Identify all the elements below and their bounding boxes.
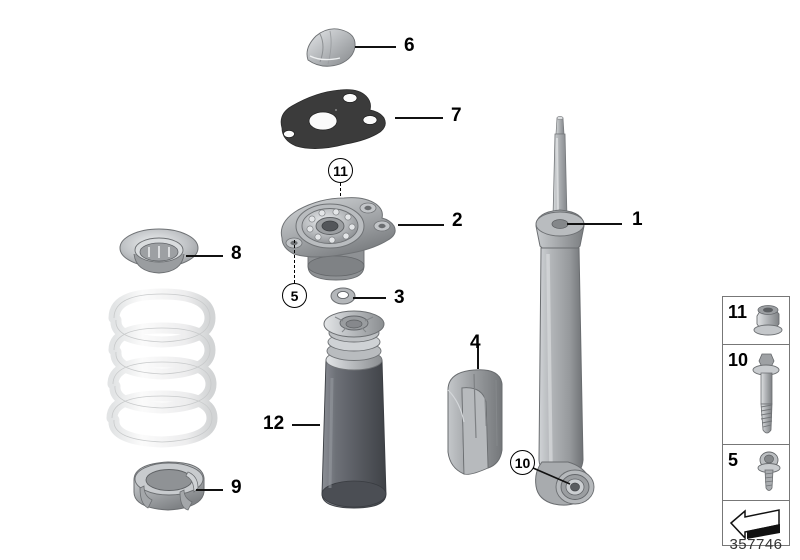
flange-bolt-long-icon xyxy=(752,353,780,434)
part-lower-spring-seat xyxy=(133,461,205,511)
part-bump-stop-with-dust-boot xyxy=(321,310,387,509)
label-12: 12 xyxy=(263,413,285,434)
part-mounting-gasket-plate xyxy=(280,89,386,149)
label-4: 4 xyxy=(470,332,481,353)
circled-callout-5-label: 5 xyxy=(290,287,299,304)
legend-number-5: 5 xyxy=(728,450,739,470)
circled-callout-11: 11 xyxy=(328,158,353,183)
part-strut-mount-with-bearing xyxy=(280,197,396,281)
legend-row-10: 10 xyxy=(723,345,789,445)
legend-number-10: 10 xyxy=(728,350,749,370)
flange-nut-icon xyxy=(753,305,783,336)
part-washer-ring xyxy=(330,287,356,305)
legend-number-11: 11 xyxy=(728,302,748,322)
torx-flange-bolt-short-icon xyxy=(757,451,781,491)
part-protective-sleeve xyxy=(447,369,503,475)
callout-leader-5 xyxy=(294,240,295,283)
leader-line-12 xyxy=(292,424,320,426)
diagram-id-number: 357746 xyxy=(729,536,783,553)
circled-callout-11-label: 11 xyxy=(333,162,348,179)
leader-line-8 xyxy=(186,255,223,257)
leader-line-9 xyxy=(196,489,223,491)
part-shock-absorber xyxy=(535,116,595,506)
label-9: 9 xyxy=(231,477,242,498)
label-8: 8 xyxy=(231,243,242,264)
label-3: 3 xyxy=(394,287,405,308)
leader-line-4 xyxy=(477,345,479,369)
callout-leader-10 xyxy=(532,467,571,485)
circled-callout-5: 5 xyxy=(282,283,307,308)
label-1: 1 xyxy=(632,209,643,230)
label-7: 7 xyxy=(451,105,462,126)
direction-arrow-icon xyxy=(729,509,780,540)
leader-line-7 xyxy=(395,117,443,119)
circled-callout-10-label: 10 xyxy=(514,454,531,471)
circled-callout-10: 10 xyxy=(510,450,535,475)
part-cover-cap xyxy=(306,28,356,67)
leader-line-6 xyxy=(355,46,396,48)
leader-line-2 xyxy=(398,224,444,226)
legend-row-direction-arrow xyxy=(723,501,789,545)
leader-line-3 xyxy=(353,297,386,299)
label-2: 2 xyxy=(452,210,463,231)
legend-box: 11 10 xyxy=(722,296,790,546)
legend-row-5: 5 xyxy=(723,445,789,501)
label-6: 6 xyxy=(404,35,415,56)
legend-row-11: 11 xyxy=(723,297,789,345)
part-coil-spring xyxy=(106,288,218,448)
leader-line-1 xyxy=(567,223,622,225)
part-upper-spring-pad xyxy=(119,228,199,274)
